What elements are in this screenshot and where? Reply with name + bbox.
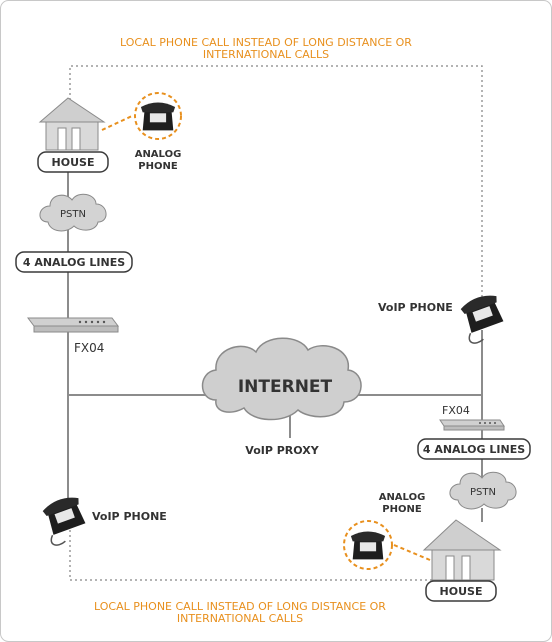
top-local-call-path [69,65,483,305]
pstn-cloud-icon [449,471,517,510]
top-caption-line-1: LOCAL PHONE CALL INSTEAD OF LONG DISTANC… [120,36,412,49]
bottom-caption-line-1: LOCAL PHONE CALL INSTEAD OF LONG DISTANC… [94,600,386,613]
right-analog-phone-label-2: PHONE [382,504,422,515]
left-analog-phone-label-1: ANALOG [135,149,182,160]
fxo-gateway-icon [27,317,119,333]
right-lines-label: 4 ANALOG LINES [423,443,525,456]
right-house-label-box [425,580,497,602]
left-house-label: HOUSE [52,156,95,169]
left-voip-phone-label: VoIP PHONE [92,510,167,523]
bottom-caption-line-2: INTERNATIONAL CALLS [177,612,303,625]
right-voip-phone-label: VoIP PHONE [378,301,453,314]
right-lines-label-box [417,438,531,460]
left-pstn-label: PSTN [60,209,86,220]
voip-phone-icon [459,291,506,344]
left-lines-label-box [15,251,133,273]
internet-cloud-icon [201,337,362,421]
voip-proxy-label: VoIP PROXY [245,444,319,457]
internet-label: INTERNET [238,377,333,397]
house-icon [38,97,106,151]
left-house-label-box [37,151,109,173]
left-lines-label: 4 ANALOG LINES [23,256,125,269]
pstn-cloud-icon [39,193,107,232]
left-fxo-label: FX04 [74,341,104,355]
left-analog-phone-label-2: PHONE [138,161,178,172]
right-house-label: HOUSE [440,585,483,598]
right-fxo-label: FX04 [442,404,470,417]
voip-phone-icon [41,493,88,546]
bottom-local-call-path [69,525,432,581]
right-pstn-label: PSTN [470,487,496,498]
right-analog-phone-label-1: ANALOG [379,492,426,503]
fxo-gateway-icon [439,419,505,431]
analog-phone-icon [134,92,182,140]
analog-phone-icon [343,520,393,570]
left-phone-connector [101,115,133,131]
top-caption-line-2: INTERNATIONAL CALLS [203,48,329,61]
house-icon [422,519,502,581]
